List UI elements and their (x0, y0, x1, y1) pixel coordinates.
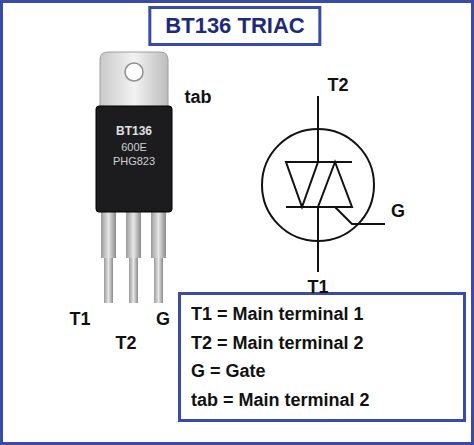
legend-line: T1 = Main terminal 1 (191, 303, 453, 326)
terminal-label: G (391, 202, 405, 222)
legend-box: T1 = Main terminal 1 T2 = Main terminal 2… (178, 292, 466, 422)
tab-label: tab (185, 88, 212, 108)
pin-label: T1 (69, 310, 90, 330)
legend-line: G = Gate (191, 360, 453, 383)
terminal-label: T2 (327, 76, 348, 96)
title-box: BT136 TRIAC (148, 6, 321, 46)
legend-line: T2 = Main terminal 2 (191, 332, 453, 355)
package-marking: 600E (121, 141, 147, 153)
package-marking: BT136 (116, 125, 152, 138)
pin-label: T2 (115, 334, 136, 354)
triac-package (96, 52, 172, 303)
triac-symbol (262, 96, 385, 272)
legend-line: tab = Main terminal 2 (191, 389, 453, 412)
terminal-label: T1 (307, 278, 328, 298)
package-marking: PHG823 (113, 155, 155, 167)
pin-label: G (156, 310, 170, 330)
